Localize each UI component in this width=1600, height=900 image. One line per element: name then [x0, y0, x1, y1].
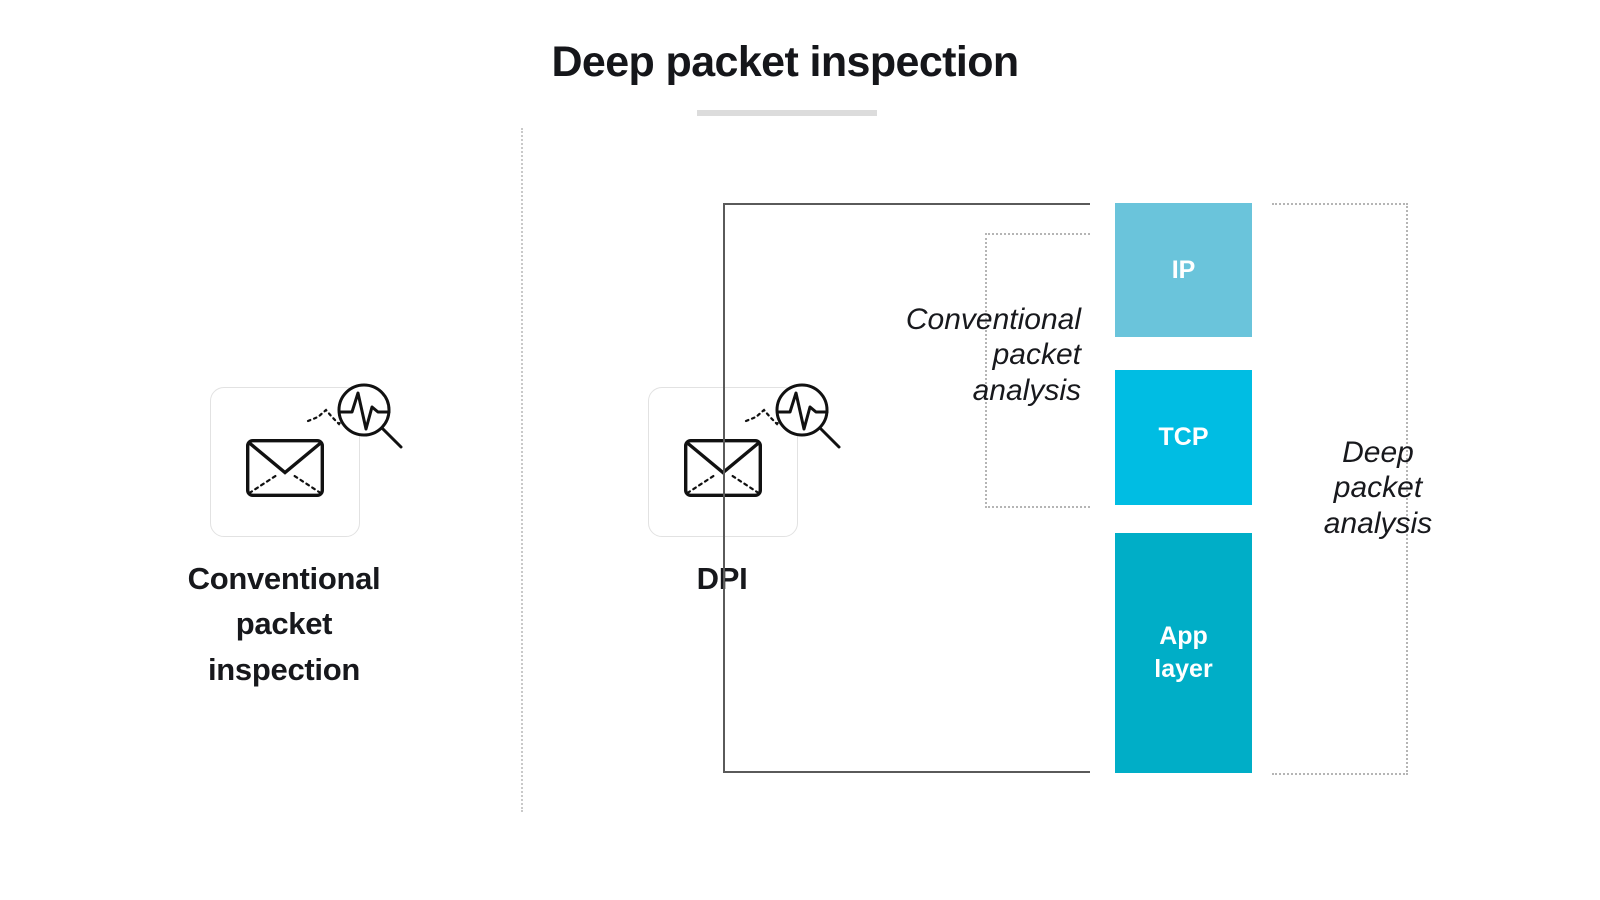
conventional-caption: Conventional packet inspection: [134, 556, 434, 692]
protocol-block-tcp[interactable]: TCP: [1115, 370, 1252, 505]
analysis-label-line: packet: [992, 338, 1081, 372]
title-underline-rule: [697, 110, 877, 116]
conventional-analysis-label: Conventional packet analysis: [845, 302, 1081, 408]
envelope-icon: [246, 439, 324, 497]
icon-frame: [210, 387, 360, 537]
caption-line: inspection: [207, 651, 360, 687]
protocol-block-label: IP: [1171, 255, 1196, 284]
protocol-block-label: TCP: [1158, 423, 1209, 451]
envelope-icon: [684, 439, 762, 497]
protocol-block-app-layer[interactable]: App layer: [1115, 533, 1252, 773]
dpi-caption: DPI: [622, 556, 822, 601]
analysis-label-line: packet: [1333, 471, 1423, 505]
caption-line: DPI: [696, 561, 748, 596]
deep-scope-bracket: [1272, 203, 1408, 775]
conventional-packet-icon: [210, 383, 403, 537]
magnifier-waveform-icon: [744, 383, 841, 449]
caption-line: Conventional: [187, 561, 381, 596]
section-divider: [521, 128, 523, 812]
analysis-label-line: Deep: [1342, 436, 1414, 469]
page-title: Deep packet inspection: [551, 38, 1019, 86]
dpi-scope-bracket: [723, 203, 1090, 773]
protocol-block-label-line: App: [1159, 622, 1208, 650]
magnifier-waveform-icon: [306, 383, 403, 449]
analysis-label-line: analysis: [972, 373, 1081, 407]
conventional-scope-bracket: [985, 233, 1090, 508]
analysis-label-line: Conventional: [905, 303, 1081, 336]
caption-line: packet: [235, 606, 333, 642]
protocol-block-label-line: layer: [1154, 655, 1213, 683]
protocol-block-label-multiline: App layer: [1154, 620, 1212, 686]
analysis-label-line: analysis: [1323, 506, 1433, 540]
protocol-block-ip[interactable]: IP: [1115, 203, 1252, 337]
deep-analysis-label: Deep packet analysis: [1288, 435, 1468, 541]
